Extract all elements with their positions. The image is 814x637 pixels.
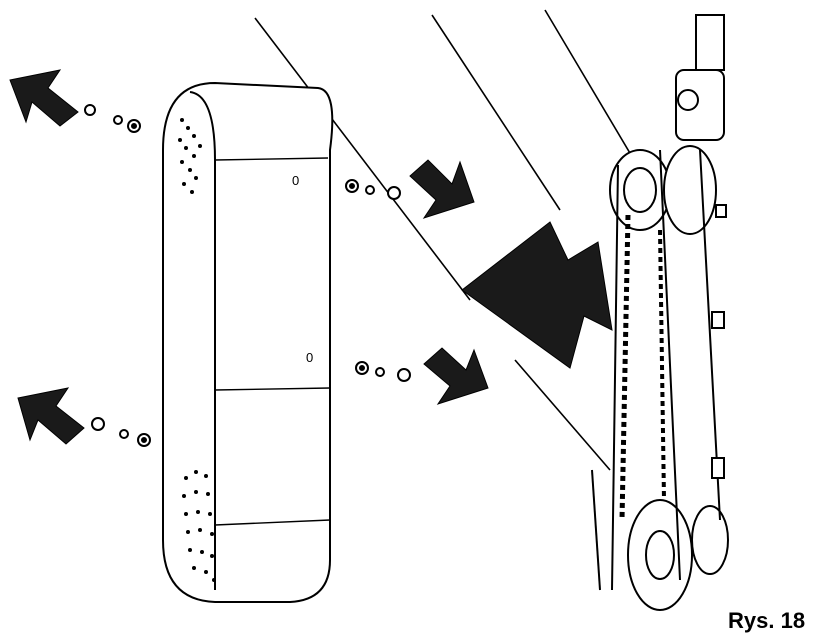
figure-caption: Rys. 18 [728, 608, 805, 633]
vent-holes-bottom [182, 470, 216, 582]
fasteners [84, 104, 411, 447]
fastener-set-top-left [84, 104, 141, 133]
guide-line [254, 17, 471, 301]
arrow-mid-left [17, 387, 85, 445]
fastener-set-mid-right [355, 361, 411, 382]
arrow-large-center [461, 221, 613, 369]
arrow-mid-right [423, 347, 489, 405]
fastener-set-top-right [345, 179, 401, 200]
guide-line [431, 14, 561, 211]
part-label: 0 [292, 173, 299, 188]
part-label: 0 [306, 350, 313, 365]
guide-lines [254, 9, 641, 471]
guide-line [514, 359, 611, 471]
direction-arrows [9, 69, 613, 445]
guide-line [544, 9, 641, 171]
belt-guard-cover [162, 81, 334, 603]
fastener-set-bottom-left [91, 417, 151, 447]
arrow-top-right [409, 159, 475, 219]
drive-assembly [591, 14, 729, 611]
arrow-top-left [9, 69, 79, 127]
vent-holes-top [178, 118, 202, 194]
